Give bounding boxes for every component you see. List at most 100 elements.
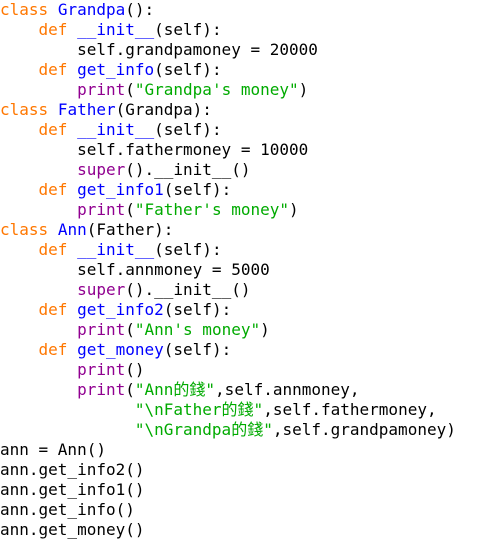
code-line[interactable]: ann = Ann() [0, 440, 494, 460]
code-token [67, 180, 77, 199]
keyword-token: class [0, 220, 49, 239]
builtin-token: print [77, 360, 126, 379]
code-token: self.annmoney = 5000 [0, 260, 270, 279]
keyword-token: class [0, 100, 49, 119]
code-token [0, 380, 77, 399]
code-line[interactable]: def __init__(self): [0, 20, 494, 40]
code-token [0, 160, 77, 179]
code-token [0, 240, 39, 259]
keyword-token: def [38, 340, 68, 359]
code-token: ( [125, 80, 135, 99]
keyword-token: class [0, 0, 49, 19]
code-line[interactable]: def get_info(self): [0, 60, 494, 80]
code-token: (self): [154, 60, 222, 79]
code-token [48, 100, 58, 119]
code-line[interactable]: print("Father's money") [0, 200, 494, 220]
identifier-token: get_info2 [77, 300, 164, 319]
code-token: ) [289, 200, 299, 219]
builtin-token: print [77, 80, 126, 99]
code-token: self.fathermoney = 10000 [0, 140, 309, 159]
code-token [67, 340, 77, 359]
code-token: ann.get_money() [0, 520, 145, 539]
identifier-token: __init__ [77, 120, 155, 139]
identifier-token: get_info [77, 60, 155, 79]
code-line[interactable]: def get_money(self): [0, 340, 494, 360]
keyword-token: def [38, 120, 68, 139]
code-line[interactable]: print("Ann的錢",self.annmoney, [0, 380, 494, 400]
code-line[interactable]: ann.get_money() [0, 520, 494, 540]
keyword-token: def [38, 60, 68, 79]
code-line[interactable]: print() [0, 360, 494, 380]
code-line[interactable]: super().__init__() [0, 280, 494, 300]
builtin-token: print [77, 200, 126, 219]
code-line[interactable]: def __init__(self): [0, 240, 494, 260]
builtin-token: super [77, 280, 126, 299]
code-token: ) [298, 80, 309, 99]
code-line[interactable]: class Grandpa(): [0, 0, 494, 20]
code-line[interactable]: def get_info2(self): [0, 300, 494, 320]
code-token [0, 60, 39, 79]
code-token [67, 300, 77, 319]
code-line[interactable]: print("Ann's money") [0, 320, 494, 340]
code-token [0, 400, 135, 419]
code-line[interactable]: self.fathermoney = 10000 [0, 140, 494, 160]
code-line[interactable]: ann.get_info1() [0, 480, 494, 500]
keyword-token: def [38, 240, 68, 259]
code-token [67, 20, 77, 39]
code-token: (): [125, 0, 155, 19]
code-token: (self): [154, 120, 222, 139]
code-line[interactable]: self.annmoney = 5000 [0, 260, 494, 280]
code-token: (self): [163, 300, 232, 319]
string-token: "\nFather的錢" [134, 400, 264, 419]
code-token [0, 280, 77, 299]
keyword-token: def [38, 180, 68, 199]
string-token: "Father's money" [134, 200, 289, 219]
code-token: self.grandpamoney = 20000 [0, 40, 318, 59]
code-token: ann.get_info() [0, 500, 135, 519]
code-token: ,self.grandpamoney) [272, 420, 456, 439]
builtin-token: print [77, 380, 126, 399]
code-token: ann.get_info1() [0, 480, 145, 499]
code-token: ann = Ann() [0, 440, 106, 459]
code-line[interactable]: print("Grandpa's money") [0, 80, 494, 100]
code-token [48, 0, 58, 19]
code-token: ,self.annmoney, [215, 380, 360, 399]
code-token [0, 80, 77, 99]
code-line[interactable]: def __init__(self): [0, 120, 494, 140]
code-token [0, 320, 77, 339]
code-token: (Grandpa): [115, 100, 212, 119]
code-token: (self): [163, 340, 232, 359]
code-token: ( [125, 200, 135, 219]
code-token: ann.get_info2() [0, 460, 145, 479]
code-line[interactable]: class Father(Grandpa): [0, 100, 494, 120]
identifier-token: __init__ [77, 240, 155, 259]
code-token [0, 340, 39, 359]
code-token [0, 180, 39, 199]
string-token: "\nGrandpa的錢" [134, 420, 273, 439]
keyword-token: def [38, 300, 68, 319]
code-token: ().__init__() [125, 280, 251, 299]
code-token [0, 300, 39, 319]
code-line[interactable]: self.grandpamoney = 20000 [0, 40, 494, 60]
code-token: (self): [163, 180, 232, 199]
code-token [0, 360, 77, 379]
code-token [0, 20, 39, 39]
code-line[interactable]: "\nFather的錢",self.fathermoney, [0, 400, 494, 420]
code-line[interactable]: ann.get_info2() [0, 460, 494, 480]
code-line[interactable]: class Ann(Father): [0, 220, 494, 240]
identifier-token: __init__ [77, 20, 155, 39]
code-token: ) [260, 320, 270, 339]
code-line[interactable]: super().__init__() [0, 160, 494, 180]
code-token [0, 120, 39, 139]
code-line[interactable]: def get_info1(self): [0, 180, 494, 200]
code-token: ().__init__() [125, 160, 251, 179]
code-line[interactable]: "\nGrandpa的錢",self.grandpamoney) [0, 420, 494, 440]
code-line[interactable]: ann.get_info() [0, 500, 494, 520]
code-token: ,self.fathermoney, [263, 400, 437, 419]
code-token: ( [125, 380, 135, 399]
code-token [67, 60, 77, 79]
code-token [0, 420, 135, 439]
string-token: "Grandpa's money" [134, 80, 299, 99]
keyword-token: def [38, 20, 68, 39]
